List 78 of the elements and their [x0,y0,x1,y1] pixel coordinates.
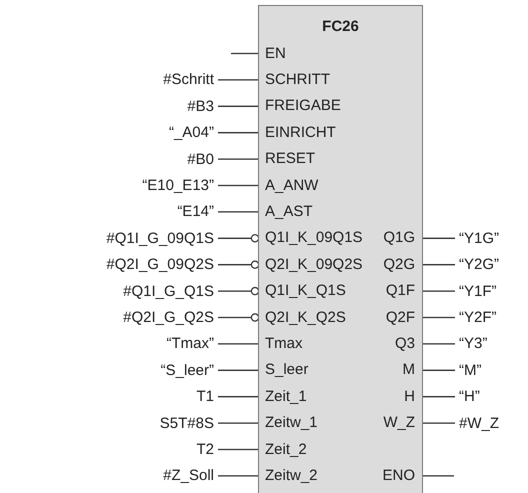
operand-label: “E14” [177,203,214,222]
pin-label: S_leer [259,361,308,380]
pin-label: FREIGABE [259,97,341,116]
connection-line [422,290,455,292]
operand-label: “Y2F” [459,309,496,327]
pin-label: Zeit_1 [259,388,307,406]
operand-label: T1 [196,388,214,406]
pin-label: EN [259,44,286,62]
operand-label: #Q2I_G_09Q2S [106,256,214,274]
connection-line [218,396,259,398]
operand-label: T2 [196,441,214,459]
pin-label: ENO [382,466,422,485]
operand-label: “H” [459,388,480,406]
connection-line [218,370,259,371]
pin-label: Q1I_K_09Q1S [259,229,363,248]
negated-connection-line [218,286,260,296]
operand-label: #B0 [187,150,214,169]
pin-label: W_Z [383,414,422,432]
operand-label: “Y3” [459,335,488,354]
connection-line [218,211,259,213]
connection-line [218,79,259,81]
operand-label: “E10_E13” [142,177,214,195]
connection-line [422,396,455,398]
connection-line [218,422,259,424]
pin-label: EINRICHT [259,124,336,142]
negated-connection-line [218,234,260,242]
connection-line [422,264,455,266]
operand-label: “Y2G” [459,256,500,274]
negated-connection-line [218,260,260,269]
connection-line [422,475,454,477]
operand-label: #Q2I_G_Q2S [123,309,214,327]
pin-label: Q1F [386,282,422,300]
pin-label: Zeitw_2 [259,466,318,485]
operand-label: “S_leer” [160,362,214,380]
operand-label: “Tmax” [166,335,214,354]
pin-label: M [402,361,422,380]
connection-line [218,132,259,134]
function-block [258,5,423,493]
operand-label: “Y1G” [459,230,500,248]
pin-label: Q2I_K_09Q2S [259,256,363,274]
connection-line [218,158,259,160]
connection-line [218,475,259,477]
operand-label: S5T#8S [160,414,214,433]
operand-label: #W_Z [459,414,500,433]
connection-line [422,238,455,239]
pin-label: SCHRITT [259,70,330,89]
pin-label: Q2I_K_Q2S [259,308,346,326]
pin-label: Q3 [394,334,422,353]
operand-label: “_A04” [168,124,214,142]
operand-label: #Schritt [163,71,214,90]
pin-label: A_AST [259,202,313,221]
pin-label: H [404,388,422,406]
pin-label: RESET [259,150,316,168]
operand-label: #Q1I_G_09Q1S [106,230,214,248]
negated-connection-line [218,313,260,322]
pin-label: Q1G [383,229,422,248]
connection-line [218,106,259,107]
pin-label: Zeitw_1 [259,414,318,432]
connection-line [422,422,455,424]
connection-line [218,448,259,450]
operand-label: #Z_Soll [163,467,214,486]
pin-label: Q1I_K_Q1S [259,282,346,300]
operand-label: “M” [459,362,482,380]
pin-label: Tmax [259,334,302,353]
pin-label: Q2F [386,308,422,326]
operand-label: #B3 [187,98,214,116]
connection-line [218,184,259,186]
connection-line [231,52,259,54]
pin-label: Q2G [383,256,422,274]
pin-label: Zeit_2 [259,440,307,458]
operand-label: “Y1F” [459,282,496,301]
connection-line [218,343,259,345]
operand-label: #Q1I_G_Q1S [123,282,214,301]
connection-line [422,370,455,371]
connection-line [422,316,455,318]
pin-label: A_ANW [259,176,318,194]
block-title: FC26 [322,18,359,35]
connection-line [422,343,455,345]
